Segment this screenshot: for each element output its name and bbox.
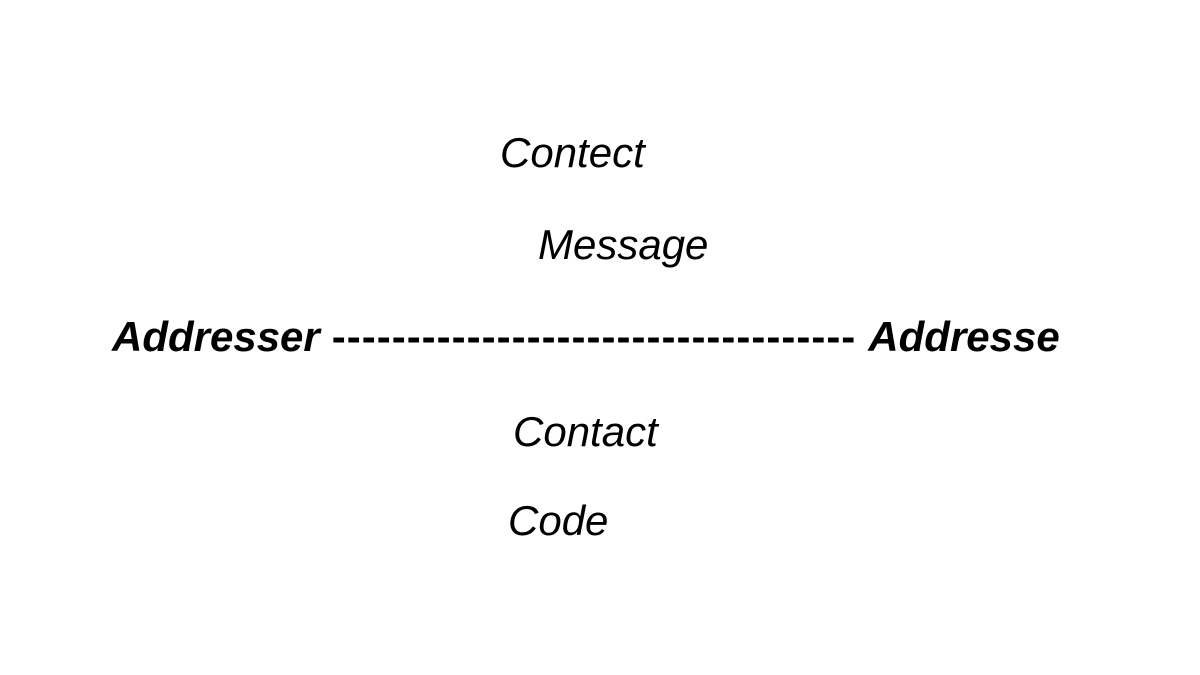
- addressee-label: Addresse: [868, 313, 1060, 360]
- code-label: Code: [508, 497, 609, 544]
- message-label: Message: [538, 221, 709, 268]
- contact-label: Contact: [513, 408, 658, 455]
- addresser-addressee-axis: Addresser ------------------------------…: [112, 314, 1060, 360]
- dashed-connector-line: -----------------------------------: [331, 313, 857, 360]
- context-label: Contect: [500, 129, 645, 176]
- addresser-label: Addresser: [112, 313, 320, 360]
